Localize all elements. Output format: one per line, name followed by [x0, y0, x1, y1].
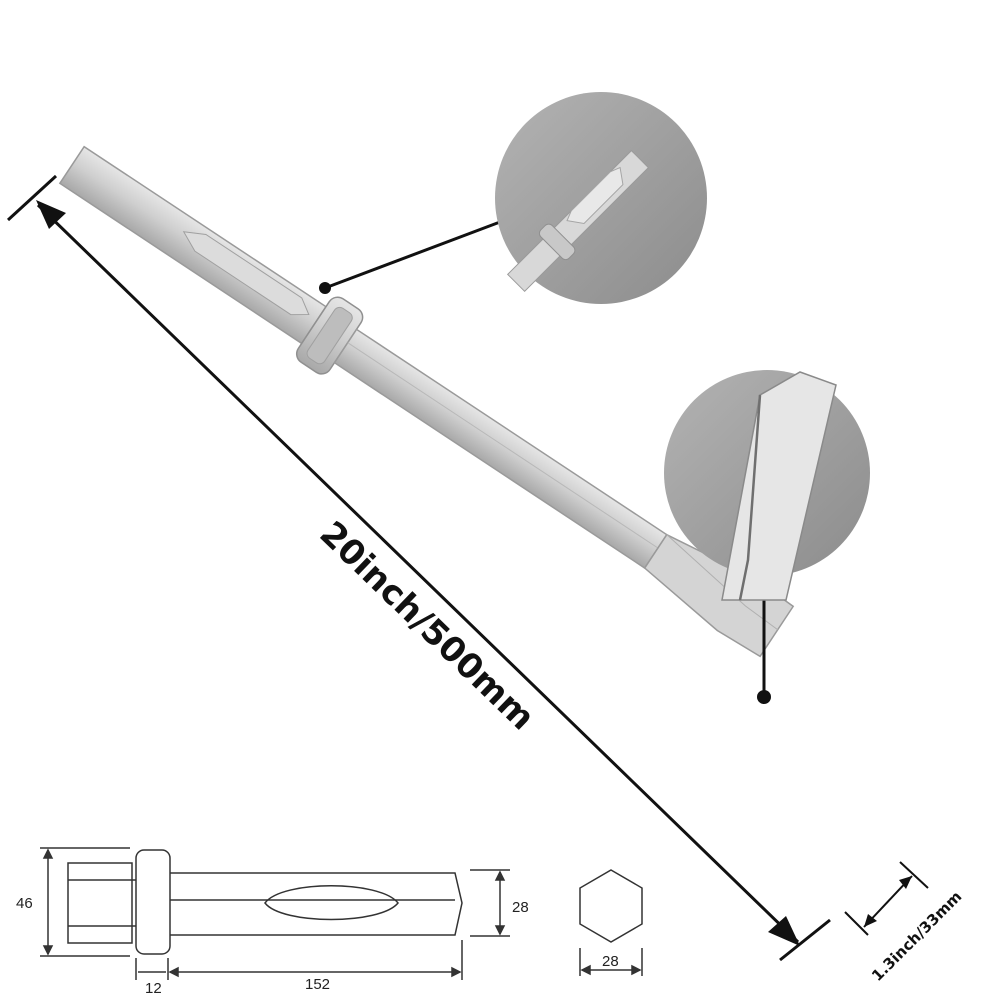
chisel-body: [333, 328, 668, 570]
chisel-shank-flat: [182, 231, 310, 316]
shank-technical-drawing: [40, 847, 510, 980]
chisel-bit: [58, 145, 795, 658]
shank-detail-zoom: [319, 92, 707, 304]
dim-12-label: 12: [145, 980, 162, 997]
hex-28-label: 28: [602, 953, 619, 970]
length-label: 20inch/500mm: [312, 514, 542, 739]
dim-28-label: 28: [512, 899, 529, 916]
dim-152-label: 152: [305, 976, 330, 993]
tip-detail-zoom: [664, 370, 870, 704]
hex-cross-section: [579, 869, 643, 976]
dim-46-label: 46: [16, 895, 33, 912]
tip-width-dimension: 1.3inch/33mm: [844, 861, 965, 985]
tip-width-label: 1.3inch/33mm: [868, 888, 965, 985]
